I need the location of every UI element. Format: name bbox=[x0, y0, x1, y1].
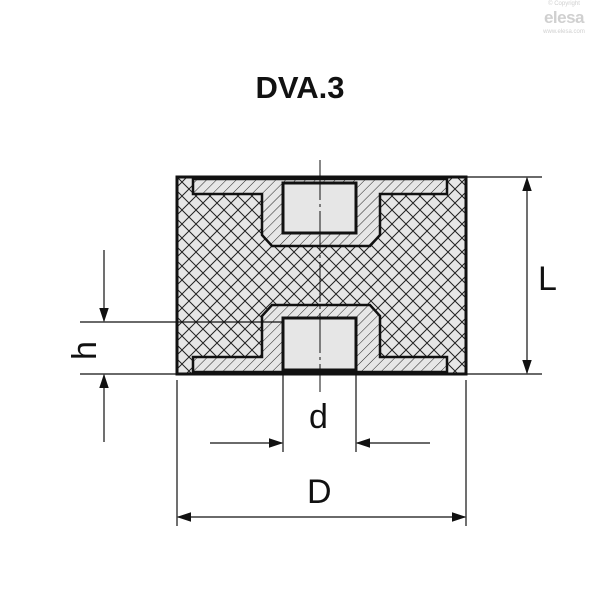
logo-url: www.elesa.com bbox=[543, 29, 585, 35]
label-D: D bbox=[307, 473, 332, 511]
label-L: L bbox=[538, 260, 557, 298]
label-d: d bbox=[309, 398, 328, 436]
logo-brand: elesa bbox=[543, 8, 585, 27]
logo-copyright: © Copyright bbox=[548, 1, 580, 7]
drawing-title: DVA.3 bbox=[255, 70, 345, 105]
dimension-D bbox=[176, 380, 467, 526]
dimension-h bbox=[80, 250, 283, 442]
dimension-d bbox=[210, 374, 430, 452]
label-h: h bbox=[66, 341, 104, 360]
elesa-logo: © Copyright elesa www.elesa.com bbox=[532, 0, 596, 36]
dimension-L bbox=[466, 176, 542, 375]
